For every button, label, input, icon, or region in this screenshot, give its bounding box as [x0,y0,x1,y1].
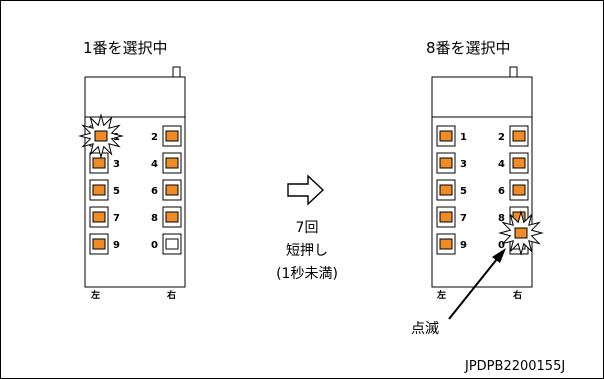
led-2 [512,130,526,142]
led-7 [92,211,106,223]
left-side-label: 左 [90,289,100,301]
press-count: 7回 [295,220,319,236]
led-9 [439,238,453,250]
led-3 [439,157,453,169]
figure-code: JPDPB2200155J [465,359,566,374]
button-number-0: 0 [151,240,158,251]
right-title: 8番を選択中 [426,39,511,57]
press-action: 短押し [286,243,328,259]
right-remote: 1 2 3 4 5 6 7 8 9 0 左 右 [431,66,544,301]
led-4 [165,157,179,169]
right-arrow-icon [287,174,325,206]
left-led-1-blinking [94,130,108,142]
button-number-9: 9 [113,240,120,251]
button-number-7: 7 [460,213,467,224]
button-number-6: 6 [498,186,505,197]
left-antenna [172,66,181,78]
button-number-4: 4 [498,159,505,170]
button-number-0: 0 [498,240,505,251]
button-number-5: 5 [460,186,467,197]
right-antenna [509,66,518,78]
button-number-8: 8 [151,213,158,224]
right-side-label: 右 [166,289,176,301]
press-condition: (1秒未満) [276,266,338,282]
led-5 [439,184,453,196]
button-number-5: 5 [113,186,120,197]
led-2 [165,130,179,142]
led-8 [165,211,179,223]
callout-arrow-line [448,258,498,320]
button-number-8: 8 [498,213,505,224]
button-number-6: 6 [151,186,158,197]
button-number-9: 9 [460,240,467,251]
led-6 [165,184,179,196]
led-0 [165,238,179,250]
right-led-8-blinking [514,227,528,239]
left-title: 1番を選択中 [83,39,168,57]
button-number-4: 4 [151,159,158,170]
led-6 [512,184,526,196]
led-7 [439,211,453,223]
button-number-3: 3 [460,159,467,170]
led-4 [512,157,526,169]
right-side-label: 右 [512,289,522,301]
button-number-2: 2 [498,132,505,143]
left-side-label: 左 [436,289,446,301]
right-button-grid: 1 2 3 4 5 6 7 8 9 0 [436,125,529,255]
button-number-2: 2 [151,132,158,143]
callout-arrowhead-icon [492,248,506,263]
button-number-1: 1 [460,132,467,143]
button-number-7: 7 [113,213,120,224]
button-number-3: 3 [113,159,120,170]
led-5 [92,184,106,196]
led-3 [92,157,106,169]
led-9 [92,238,106,250]
led-1 [439,130,453,142]
blink-callout-label: 点滅 [411,321,439,337]
